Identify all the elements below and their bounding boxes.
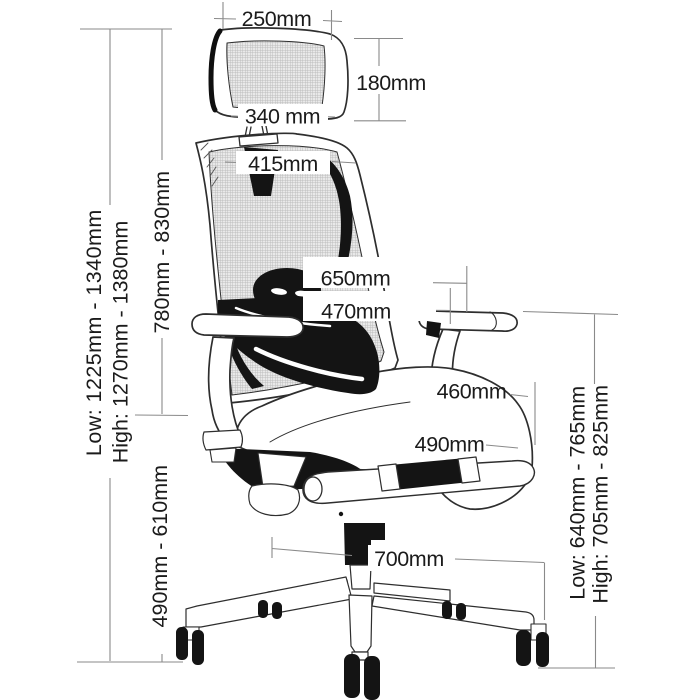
dimension-labels: 250mm 180mm 340 mm 415mm 650mm 470mm 460… bbox=[82, 7, 613, 627]
left-armrest bbox=[191, 313, 312, 463]
label-headrest-height: 180mm bbox=[356, 71, 426, 95]
headrest bbox=[208, 27, 349, 147]
label-backrest-height: 780mm - 830mm bbox=[150, 171, 174, 334]
label-armrest-height-low: Low: 640mm - 765mm bbox=[566, 386, 590, 600]
dim-line-headrest-height bbox=[354, 37, 406, 122]
label-total-height-high: High: 1270mm - 1380mm bbox=[109, 221, 133, 464]
label-armrest-inner-width: 470mm bbox=[321, 300, 391, 324]
dim-line-total-height bbox=[77, 28, 183, 663]
label-bg-backrest-width bbox=[236, 151, 330, 174]
label-seat-width: 460mm bbox=[437, 380, 507, 404]
dim-line-armrest-height bbox=[522, 310, 619, 669]
label-headrest-width: 250mm bbox=[242, 7, 312, 31]
label-seat-height: 490mm - 610mm bbox=[148, 465, 172, 628]
label-armrest-height-high: High: 705mm - 825mm bbox=[589, 385, 613, 604]
label-bg-overall-width bbox=[303, 257, 433, 288]
label-headrest-base-width: 340 mm bbox=[245, 105, 320, 129]
label-total-height-low: Low: 1225mm - 1340mm bbox=[82, 209, 106, 456]
chair-illustration bbox=[176, 27, 549, 700]
dim-line-base-diameter bbox=[271, 537, 546, 620]
base bbox=[182, 523, 547, 661]
label-bg-armrest-inner-width bbox=[303, 291, 436, 321]
dimension-lines bbox=[77, 2, 619, 669]
label-overall-width: 650mm bbox=[321, 267, 391, 291]
dim-line-seat-depth bbox=[485, 444, 519, 449]
label-bg-base-diameter bbox=[368, 545, 452, 571]
under-seat-mechanism bbox=[218, 448, 536, 517]
label-bg-headrest-base-width bbox=[238, 104, 328, 126]
dim-line-seat-width bbox=[509, 382, 536, 445]
label-backgrounds bbox=[236, 104, 452, 571]
dim-line-headrest-width bbox=[213, 2, 343, 40]
label-backrest-width: 415mm bbox=[248, 152, 318, 176]
casters bbox=[176, 600, 549, 700]
dim-line-backrest-height bbox=[134, 29, 189, 662]
label-seat-depth: 490mm bbox=[415, 433, 485, 457]
label-base-diameter: 700mm bbox=[374, 547, 444, 571]
